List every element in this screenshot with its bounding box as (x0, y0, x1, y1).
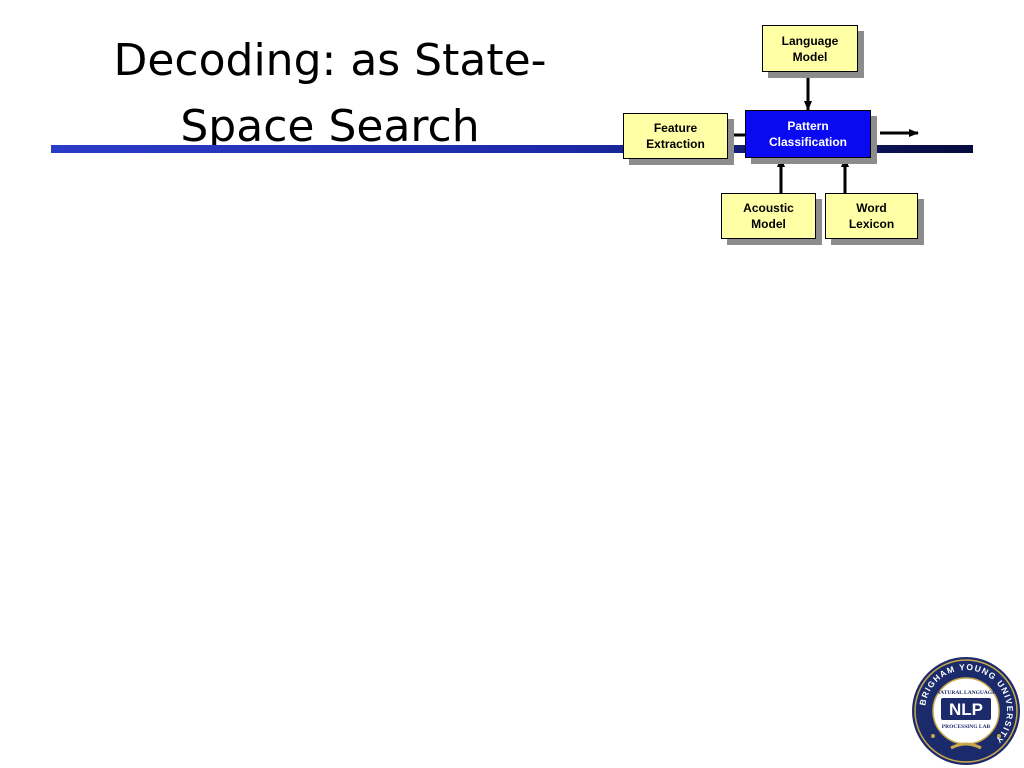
slide-title: Decoding: as State- Space Search (60, 28, 600, 160)
pattern-classification-label-1: Pattern (787, 119, 829, 133)
word-lexicon-label-1: Word (856, 201, 887, 215)
title-line-1: Decoding: as State- (113, 35, 547, 86)
acoustic-model-label-1: Acoustic (743, 201, 794, 215)
word-lexicon-box: Word Lexicon (825, 193, 918, 239)
acoustic-model-box: Acoustic Model (721, 193, 816, 239)
seal-top-text: NATURAL LANGUAGE (936, 690, 996, 696)
seal-laurel-icon (950, 742, 982, 750)
feature-extraction-label-2: Extraction (646, 137, 705, 151)
seal-gold-ring (914, 659, 1018, 763)
seal-center-plate (941, 698, 991, 720)
acoustic-model-label-2: Model (751, 217, 786, 231)
pattern-classification-label-2: Classification (768, 135, 848, 149)
language-model-box: Language Model (762, 25, 858, 72)
feature-extraction-label-1: Feature (653, 121, 698, 135)
feature-extraction-box: Feature Extraction (623, 113, 728, 159)
seal-center-text: NLP (949, 700, 983, 719)
seal-bottom-text: PROCESSING LAB (942, 724, 991, 730)
language-model-label-1: Language (781, 33, 839, 48)
title-divider-bar (51, 145, 973, 153)
seal-star-left-icon (931, 734, 935, 738)
byu-nlp-lab-seal: BRIGHAM YOUNG UNIVERSITY NATURAL LANGUAG… (912, 657, 1020, 765)
language-model-label-2: Model (792, 49, 828, 64)
seal-star-right-icon (997, 734, 1001, 738)
pattern-classification-box: Pattern Classification (745, 110, 871, 158)
title-line-2: Space Search (180, 101, 480, 152)
word-lexicon-label-2: Lexicon (848, 217, 895, 231)
